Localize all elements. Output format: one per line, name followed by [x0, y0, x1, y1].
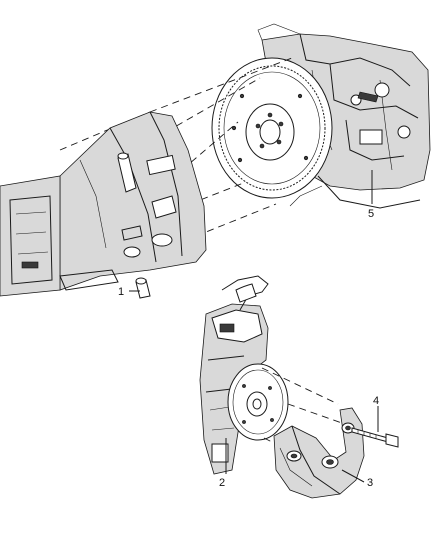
dowel-pin-lower: [135, 277, 151, 299]
flywheel: [211, 57, 333, 199]
dowel-pin-upper: [117, 152, 137, 193]
transmission-housing: [0, 111, 207, 297]
shield-bolt: [351, 427, 399, 448]
callout-5: 5: [368, 170, 374, 220]
callout-label-4: 4: [373, 395, 379, 407]
callout-label-1: 1: [118, 286, 124, 298]
callout-1: 1: [118, 286, 140, 298]
drive-plate: [227, 363, 289, 441]
flywheel-shield: [273, 407, 365, 499]
callout-label-2: 2: [219, 477, 225, 489]
callout-4: 4: [373, 395, 379, 432]
callout-label-3: 3: [367, 477, 373, 489]
callout-label-5: 5: [368, 208, 374, 220]
callout-2: 2: [219, 438, 227, 489]
alignment-lines: [59, 57, 293, 237]
callout-3: 3: [341, 469, 373, 489]
